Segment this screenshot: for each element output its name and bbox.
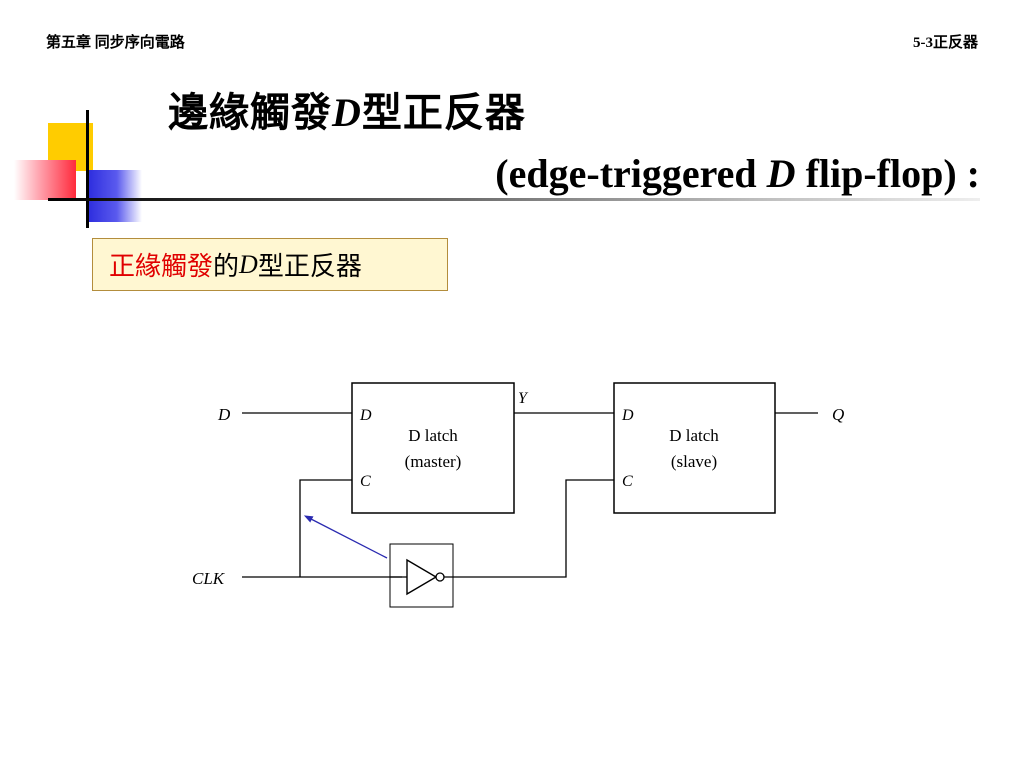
title-zh-var: D [332, 90, 362, 135]
inverter-highlight-box [389, 543, 454, 608]
caption-prefix: 的 [213, 252, 240, 281]
master-latch-role: (master) [405, 452, 462, 471]
slave-pin-d: D [621, 407, 634, 424]
slave-latch-role: (slave) [671, 452, 717, 471]
caption-suffix: 型正反器 [257, 252, 362, 281]
title-en-open: (edge-triggered [495, 151, 767, 196]
slave-pin-c: C [622, 473, 633, 490]
page-title-zh: 邊緣觸發D型正反器 [168, 80, 526, 138]
master-pin-d: D [359, 407, 372, 424]
title-en-close: flip-flop) : [795, 151, 980, 196]
master-pin-c: C [360, 473, 371, 490]
label-input-d: D [217, 405, 231, 424]
master-latch-box [351, 382, 515, 514]
page-title-en: (edge-triggered D flip-flop) : [495, 150, 980, 197]
annotation-arrow [303, 515, 388, 559]
header-chapter: 第五章 同步序向電路 [46, 35, 185, 51]
wire-clk-slave [444, 479, 614, 578]
label-output-q: Q [832, 405, 844, 424]
decor-red-square [14, 160, 76, 200]
not-gate-icon [390, 558, 445, 596]
wire-clk-master [299, 479, 352, 577]
caption-highlight: 正緣觸發 [109, 252, 214, 281]
title-en-var: D [766, 151, 796, 196]
slave-latch-name: D latch [669, 426, 719, 445]
title-zh-prefix: 邊緣觸發 [168, 90, 332, 135]
slave-latch-box [613, 382, 776, 514]
title-underline [48, 198, 980, 201]
header-section: 5-3正反器 [913, 35, 978, 51]
master-latch-name: D latch [408, 426, 458, 445]
label-y: Y [518, 390, 529, 407]
flip-flop-circuit-diagram: D D C D latch (master) Y D C D latch (sl… [192, 382, 844, 608]
label-input-clk: CLK [192, 569, 226, 588]
caption-var: D [239, 249, 258, 279]
decor-vertical-line [86, 110, 89, 228]
title-zh-suffix: 型正反器 [361, 90, 526, 135]
decor-blue-square [86, 170, 142, 222]
